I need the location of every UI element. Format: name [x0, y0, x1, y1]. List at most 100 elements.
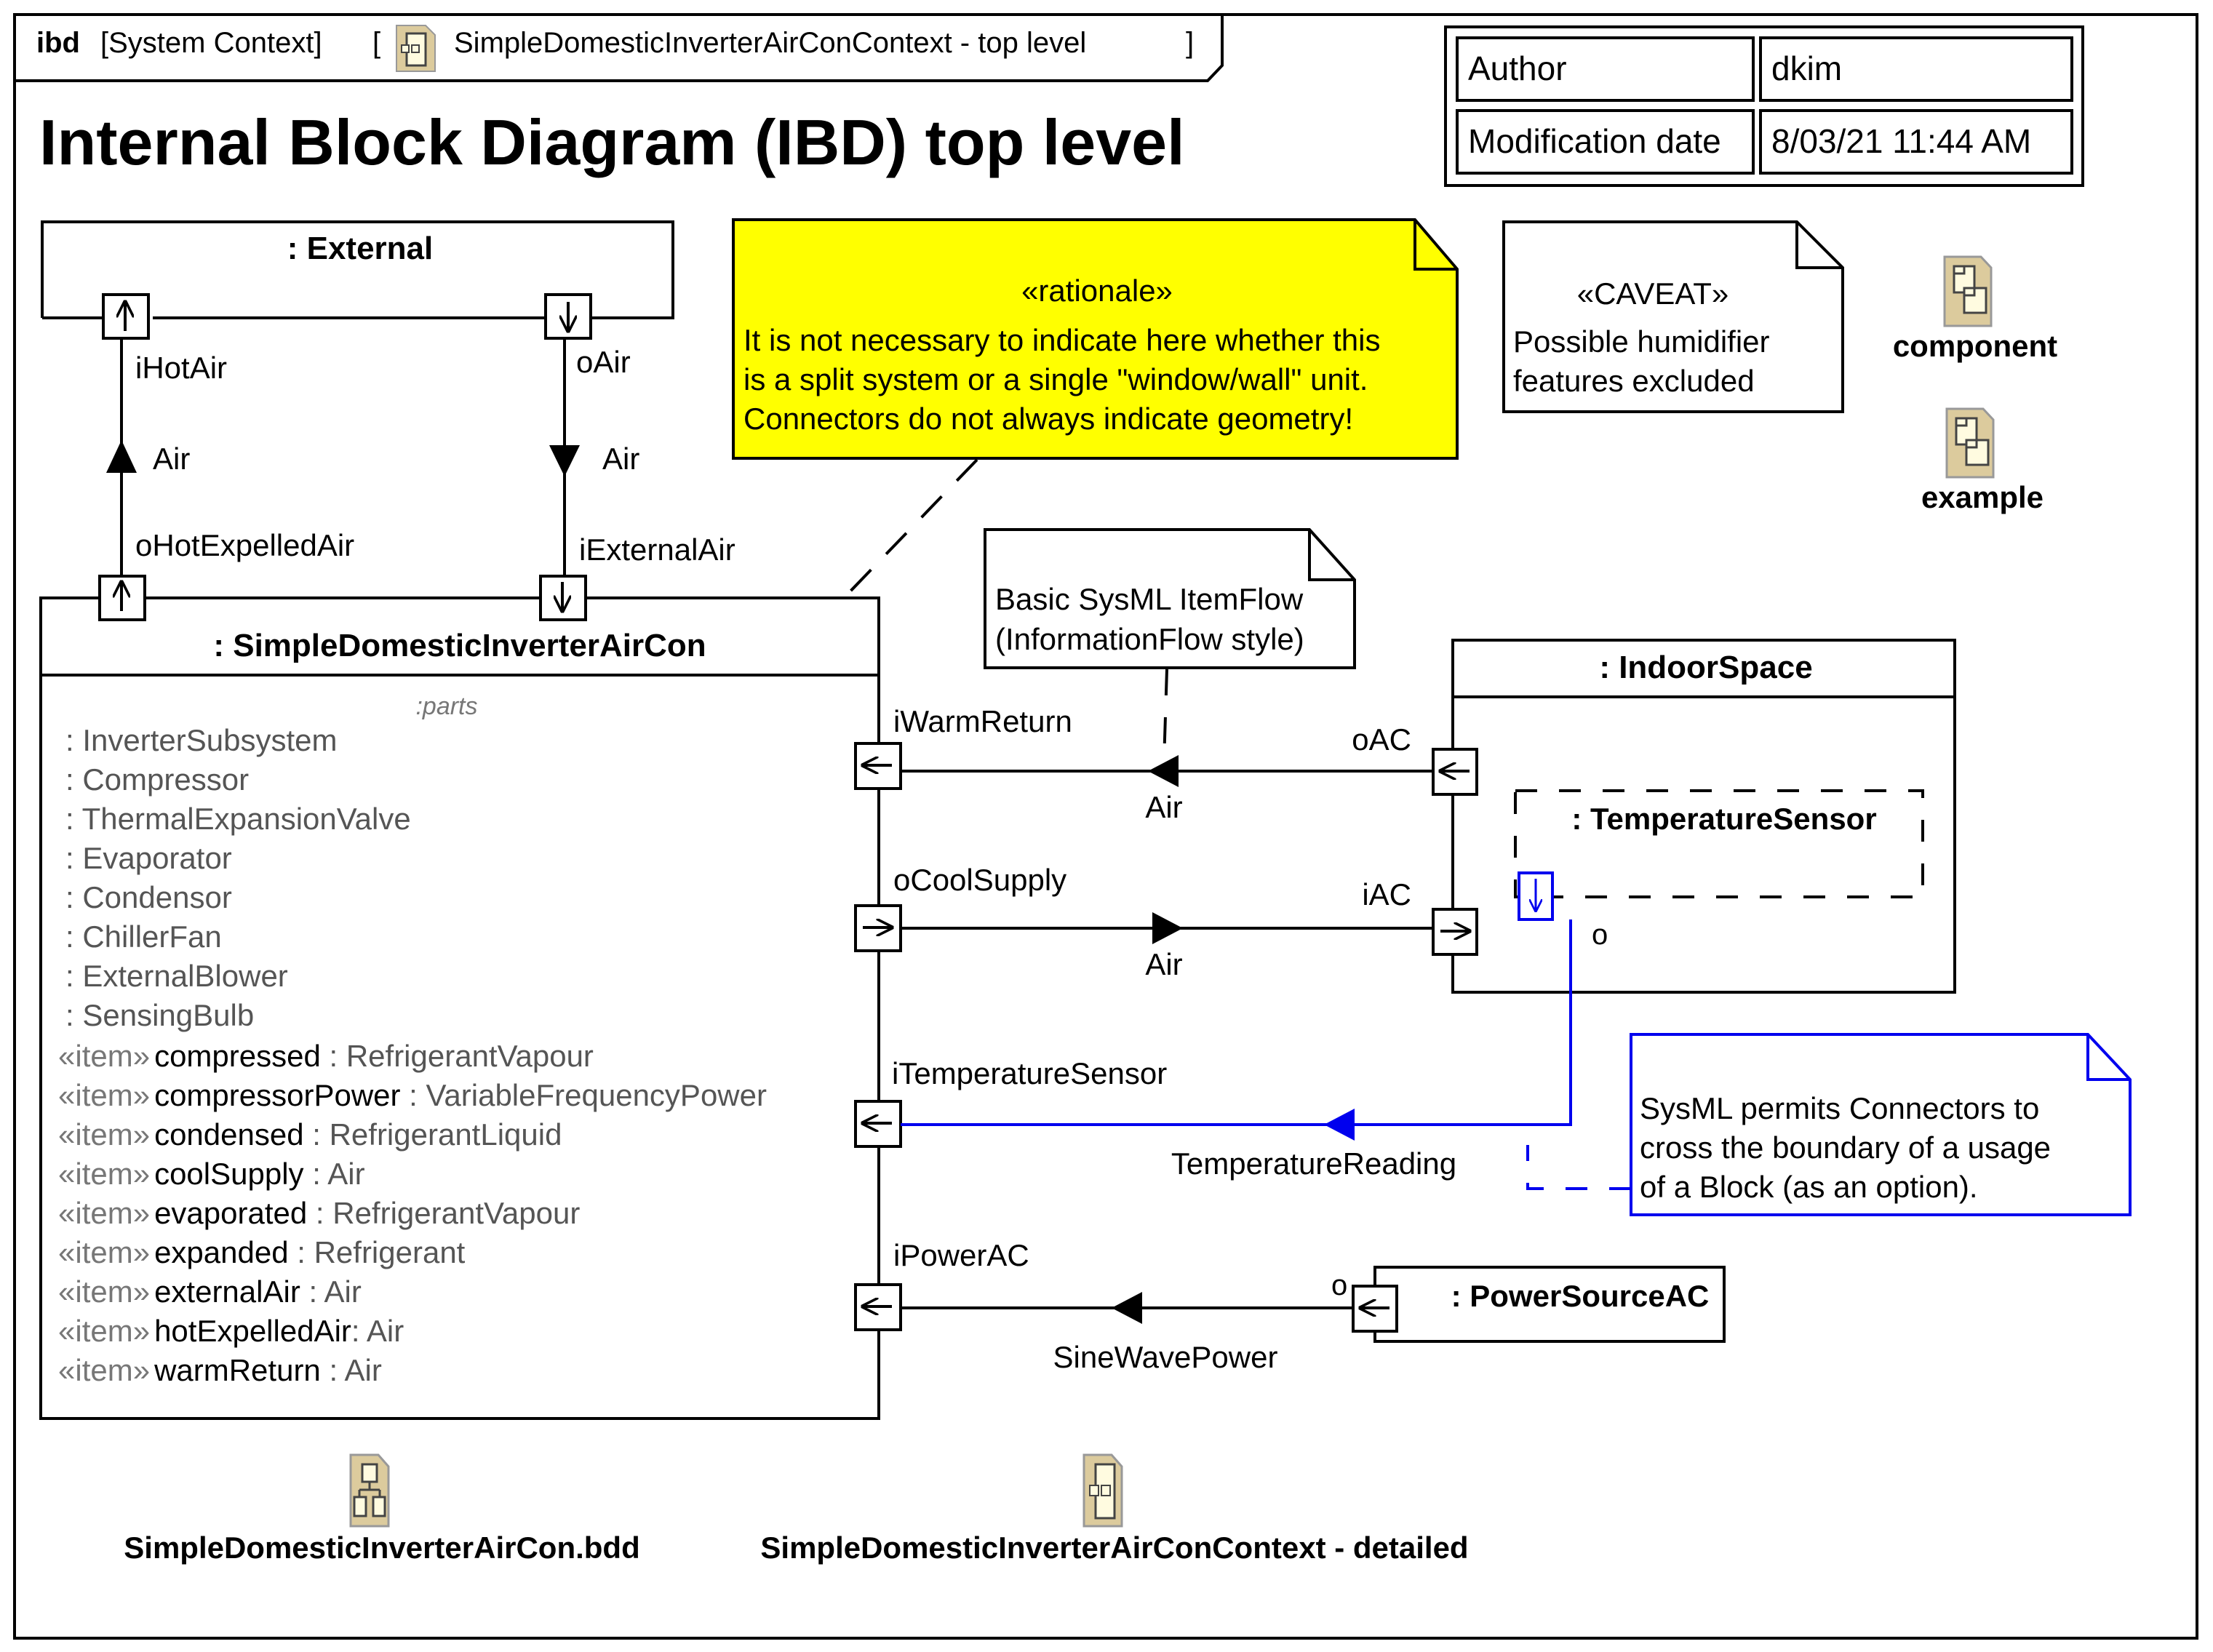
part-item[interactable]: : ChillerFan: [65, 919, 222, 954]
rationale-anchor-line: [842, 458, 978, 599]
itemflow-note-line: Basic SysML ItemFlow: [995, 582, 1304, 616]
port-itemperaturesensor[interactable]: [854, 1100, 902, 1148]
boundary-note[interactable]: SysML permits Connectors to cross the bo…: [1630, 1033, 2132, 1216]
item-property[interactable]: «item»compressorPower : VariableFrequenc…: [58, 1078, 767, 1112]
caveat-note[interactable]: «CAVEAT» Possible humidifier features ex…: [1502, 220, 1844, 413]
part-item[interactable]: : InverterSubsystem: [65, 723, 337, 757]
temperature-sensor-part[interactable]: : TemperatureSensor: [1514, 789, 1924, 898]
part-item[interactable]: : ExternalBlower: [65, 959, 288, 993]
power-source-block[interactable]: : PowerSourceAC: [1373, 1266, 1726, 1343]
package-diagram-icon: [1945, 407, 1995, 479]
package-link-component[interactable]: component: [1893, 255, 2057, 363]
flow-label-warm-return: Air: [1145, 790, 1182, 824]
part-item[interactable]: : Evaporator: [65, 841, 232, 875]
rationale-note[interactable]: «rationale» It is not necessary to indic…: [732, 218, 1459, 460]
items-list: «item»compressed : RefrigerantVapour «it…: [58, 1039, 767, 1387]
rationale-stereotype: «rationale»: [1021, 274, 1173, 308]
port-iwarmreturn[interactable]: [854, 742, 902, 790]
boundary-note-line: of a Block (as an option).: [1640, 1170, 1978, 1204]
main-block[interactable]: : SimpleDomesticInverterAirCon :parts: [39, 596, 880, 1420]
port-iac[interactable]: [1432, 908, 1478, 956]
connector-temperature[interactable]: [901, 919, 1572, 1126]
flow-label-external-air: Air: [602, 442, 639, 476]
caveat-stereotype: «CAVEAT»: [1577, 276, 1729, 311]
power-source-name: : PowerSourceAC: [1451, 1279, 1710, 1313]
port-ohotexpelledair[interactable]: [98, 575, 146, 621]
indoor-space-name: : IndoorSpace: [1599, 650, 1812, 685]
part-item[interactable]: : SensingBulb: [65, 998, 254, 1032]
flow-label-hot-air: Air: [153, 442, 190, 476]
modification-date-value: 8/03/21 11:44 AM: [1771, 122, 2031, 160]
item-property[interactable]: «item»externalAir : Air: [58, 1274, 362, 1309]
itemflow-note-line: (InformationFlow style): [995, 622, 1304, 656]
page-title: Internal Block Diagram (IBD) top level: [39, 106, 1185, 178]
caveat-line: features excluded: [1513, 364, 1755, 398]
port-iwarmreturn-label: iWarmReturn: [893, 704, 1072, 738]
item-property[interactable]: «item»coolSupply : Air: [58, 1157, 365, 1191]
port-oair-label: oAir: [576, 345, 631, 379]
diagram-link-label: SimpleDomesticInverterAirConContext - de…: [760, 1531, 1468, 1565]
diagram-name[interactable]: SimpleDomesticInverterAirConContext - to…: [454, 27, 1086, 59]
flow-label-cool-supply: Air: [1145, 947, 1182, 981]
flow-arrow-warm-return: [1148, 755, 1179, 787]
package-link-label: component: [1893, 329, 2057, 363]
port-ohotexpelledair-label: oHotExpelledAir: [135, 528, 354, 562]
diagram-link-ibd-detailed[interactable]: SimpleDomesticInverterAirConContext - de…: [760, 1453, 1469, 1565]
flow-arrow-hot-air: [106, 440, 137, 473]
itemflow-note[interactable]: Basic SysML ItemFlow (InformationFlow st…: [984, 528, 1356, 669]
item-property[interactable]: «item»hotExpelledAir: Air: [58, 1314, 404, 1348]
flow-label-temperature: TemperatureReading: [1171, 1146, 1456, 1181]
info-table: Author dkim Modification date 8/03/21 11…: [1444, 25, 2084, 187]
parts-list: : InverterSubsystem : Compressor : Therm…: [65, 723, 411, 1032]
package-diagram-icon: [1943, 255, 1993, 327]
main-block-name: : SimpleDomesticInverterAirCon: [213, 628, 706, 663]
boundary-note-line: SysML permits Connectors to: [1640, 1091, 2039, 1125]
port-power-source-out[interactable]: [1352, 1285, 1398, 1333]
item-property[interactable]: «item»condensed : RefrigerantLiquid: [58, 1117, 562, 1152]
port-oair[interactable]: [544, 293, 592, 340]
frame-header: ibd [System Context] [ SimpleDomesticInv…: [36, 25, 1194, 72]
flow-label-power: SineWavePower: [1053, 1340, 1278, 1374]
port-ocoolsupply-label: oCoolSupply: [893, 863, 1066, 897]
flow-arrow-cool-supply: [1152, 912, 1183, 944]
external-block[interactable]: : External: [41, 220, 674, 319]
item-property[interactable]: «item»warmReturn : Air: [58, 1353, 382, 1387]
port-itemperaturesensor-label: iTemperatureSensor: [892, 1056, 1167, 1090]
port-iexternalair[interactable]: [539, 575, 587, 621]
bdd-diagram-icon: [349, 1453, 390, 1528]
diagram-link-label: SimpleDomesticInverterAirCon.bdd: [124, 1531, 639, 1565]
item-property[interactable]: «item»expanded : Refrigerant: [58, 1235, 466, 1269]
rationale-line: Connectors do not always indicate geomet…: [743, 402, 1353, 436]
part-item[interactable]: : Compressor: [65, 762, 249, 797]
part-item[interactable]: : Condensor: [65, 880, 232, 914]
diagram-kind: ibd: [36, 27, 80, 59]
package-link-label: example: [1921, 480, 2043, 514]
port-iexternalair-label: iExternalAir: [579, 532, 735, 567]
temperature-sensor-port-label: o: [1592, 919, 1608, 951]
temperature-sensor-name: : TemperatureSensor: [1571, 802, 1876, 836]
part-item[interactable]: : ThermalExpansionValve: [65, 802, 411, 836]
port-ihotair[interactable]: [102, 293, 150, 340]
diagram-frame: [13, 13, 2198, 1640]
power-source-port-label: o: [1331, 1269, 1347, 1301]
bracket-open: [: [372, 27, 380, 59]
ibd-diagram-icon: [396, 25, 436, 72]
main-block-top-ports: [98, 575, 587, 621]
item-property[interactable]: «item»evaporated : RefrigerantVapour: [58, 1196, 580, 1230]
author-label: Author: [1468, 49, 1567, 87]
port-ihotair-label: iHotAir: [135, 351, 227, 385]
port-oac[interactable]: [1432, 748, 1478, 796]
port-ocoolsupply[interactable]: [854, 904, 902, 952]
caveat-line: Possible humidifier: [1513, 324, 1770, 359]
port-oac-label: oAC: [1352, 722, 1411, 757]
package-link-example[interactable]: example: [1921, 407, 2043, 514]
port-iac-label: iAC: [1362, 877, 1411, 911]
diagram-link-bdd[interactable]: SimpleDomesticInverterAirCon.bdd: [124, 1453, 640, 1565]
flow-arrow-temperature: [1324, 1109, 1355, 1141]
indoor-space-block[interactable]: : IndoorSpace: [1451, 639, 1956, 994]
port-ipowerac-label: iPowerAC: [893, 1238, 1029, 1272]
port-ipowerac[interactable]: [854, 1283, 902, 1331]
itemflow-anchor-line: [1163, 669, 1168, 763]
item-property[interactable]: «item»compressed : RefrigerantVapour: [58, 1039, 594, 1073]
port-temperature-sensor-out[interactable]: [1518, 871, 1554, 921]
